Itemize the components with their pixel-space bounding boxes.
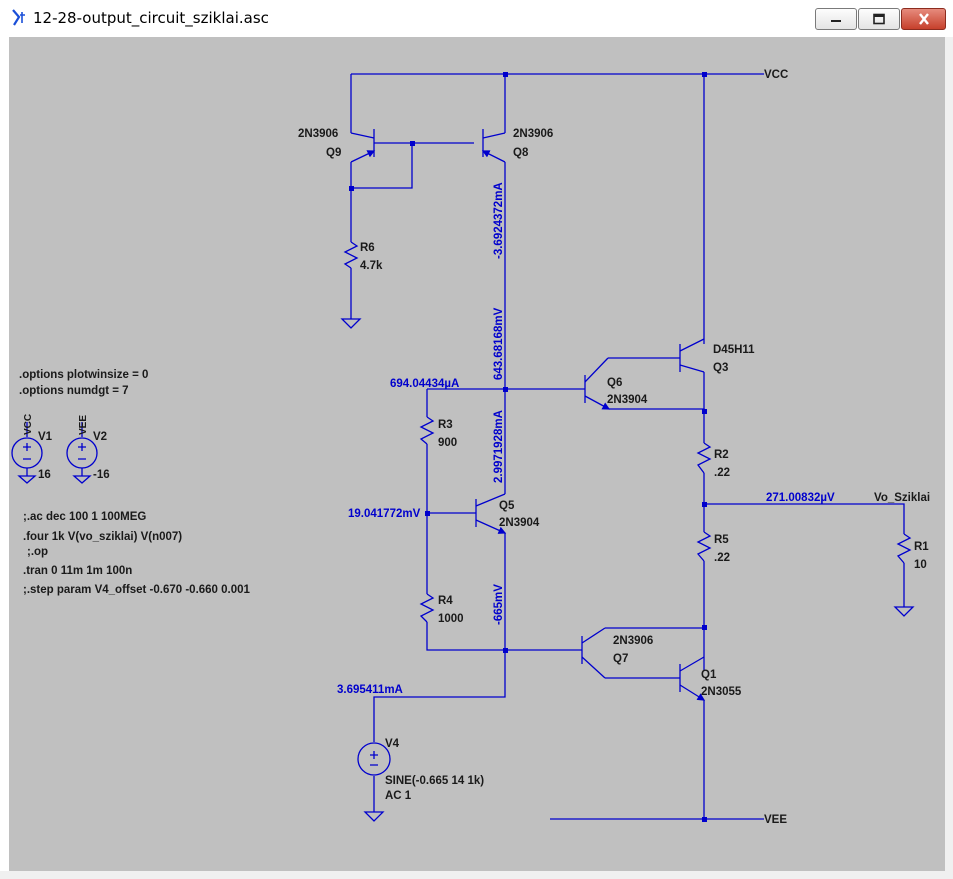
q9-ref: Q9 [326, 147, 341, 159]
q9-model: 2N3906 [298, 128, 338, 140]
q8-model: 2N3906 [513, 128, 553, 140]
schematic-drawing[interactable]: 2N3906 Q9 2N3906 Q8 R6 4.7k D45H11 Q3 Q6… [9, 37, 945, 871]
v1-value: 16 [38, 469, 51, 481]
voltage-sources [11, 422, 391, 776]
maximize-button[interactable] [858, 8, 900, 30]
schematic-canvas[interactable]: 2N3906 Q9 2N3906 Q8 R6 4.7k D45H11 Q3 Q6… [9, 37, 945, 871]
window-title: 12-28-output_circuit_sziklai.asc [33, 9, 269, 27]
q8-current-annotation[interactable]: -3.6924372mA [493, 182, 505, 259]
minimize-button[interactable] [815, 8, 857, 30]
q5-ref: Q5 [499, 500, 515, 512]
close-icon [918, 13, 929, 25]
vcc-net-label: VCC [764, 69, 788, 81]
q5-base-voltage-annotation[interactable]: 19.041772mV [348, 508, 421, 520]
transistor-symbols [350, 129, 706, 701]
r1-ref: R1 [914, 541, 929, 553]
r5-value: .22 [714, 552, 730, 564]
q5-model: 2N3904 [499, 517, 540, 529]
q5-collector-current-annotation[interactable]: 2.9971928mA [493, 410, 505, 483]
v2-ref: V2 [93, 431, 107, 443]
ground-symbols [17, 318, 915, 822]
r6-value: 4.7k [360, 260, 383, 272]
r6-ref: R6 [360, 242, 375, 254]
v4-current-annotation[interactable]: 3.695411mA [337, 684, 403, 696]
q8-ref: Q8 [513, 147, 529, 159]
q1-ref: Q1 [701, 669, 717, 681]
r5-ref: R5 [714, 534, 729, 546]
vee-net-label: VEE [764, 814, 787, 826]
q5-emitter-voltage-annotation[interactable]: -665mV [493, 584, 505, 625]
vertical-scrollbar[interactable] [945, 37, 953, 871]
directive-step[interactable]: ;.step param V4_offset -0.670 -0.660 0.0… [23, 584, 251, 596]
ltspice-app-icon [12, 9, 25, 26]
maximize-icon [873, 13, 885, 25]
output-voltage-annotation[interactable]: 271.00832µV [766, 492, 835, 504]
v1-ref: V1 [38, 431, 53, 443]
r1-value: 10 [914, 559, 927, 571]
v2-net-flag: VEE [78, 415, 89, 435]
window-bottom-border [0, 871, 953, 879]
q6-base-current-annotation[interactable]: 694.04434µA [390, 378, 459, 390]
directive-op[interactable]: ;.op [27, 546, 48, 558]
vout-net-label: Vo_Sziklai [874, 492, 930, 504]
close-button[interactable] [901, 8, 946, 30]
q7-ref: Q7 [613, 653, 628, 665]
junction-dots [349, 72, 707, 822]
r2-ref: R2 [714, 449, 729, 461]
v1-net-flag: VCC [23, 414, 34, 435]
q1-model: 2N3055 [701, 686, 742, 698]
v4-value1: SINE(-0.665 14 1k) [385, 775, 484, 787]
q3-model: D45H11 [713, 344, 755, 356]
directive-tran[interactable]: .tran 0 11m 1m 100n [23, 565, 132, 577]
vbe-annotation[interactable]: 643.68168mV [493, 307, 505, 380]
directive-plotwinsize[interactable]: .options plotwinsize = 0 [19, 369, 148, 381]
q3-ref: Q3 [713, 362, 728, 374]
v4-ref: V4 [385, 738, 400, 750]
directive-four[interactable]: .four 1k V(vo_sziklai) V(n007) [23, 531, 182, 543]
r2-value: .22 [714, 467, 730, 479]
r4-ref: R4 [438, 595, 453, 607]
q6-model: 2N3904 [607, 394, 648, 406]
r3-value: 900 [438, 437, 457, 449]
title-bar[interactable]: 12-28-output_circuit_sziklai.asc [0, 0, 953, 36]
q6-ref: Q6 [607, 377, 622, 389]
minimize-icon [831, 20, 841, 22]
wires [350, 73, 905, 820]
q7-model: 2N3906 [613, 635, 653, 647]
resistor-symbols [343, 241, 912, 623]
r3-ref: R3 [438, 419, 453, 431]
v2-value: -16 [93, 469, 110, 481]
v4-value2: AC 1 [385, 790, 412, 802]
r4-value: 1000 [438, 613, 464, 625]
directive-numdgt[interactable]: .options numdgt = 7 [19, 385, 129, 397]
directive-ac[interactable]: ;.ac dec 100 1 100MEG [23, 511, 146, 523]
